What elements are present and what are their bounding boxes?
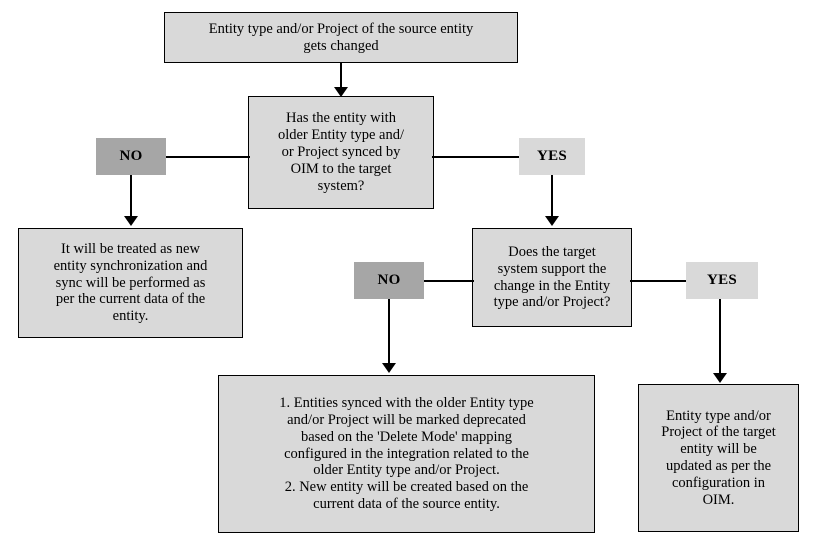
edge-decision2-to-yes (630, 280, 688, 282)
edge-no-to-new-sync (130, 175, 132, 218)
node-decision-target-supports-change-text: Does the target system support the chang… (493, 243, 611, 311)
arrowhead-yes-to-update-target (713, 373, 727, 383)
node-decision-synced-by-oim: Has the entity with older Entity type an… (248, 96, 434, 209)
branch-label-decision1-yes: YES (519, 138, 585, 175)
node-outcome-deprecate-and-recreate: 1. Entities synced with the older Entity… (218, 375, 595, 533)
edge-yes-to-decision2 (551, 175, 553, 218)
node-entity-change-start-text: Entity type and/or Project of the source… (208, 20, 474, 54)
arrowhead-start-to-decision1 (334, 87, 348, 97)
branch-label-decision2-yes: YES (686, 262, 758, 299)
node-outcome-new-entity-sync: It will be treated as new entity synchro… (18, 228, 243, 338)
node-entity-change-start: Entity type and/or Project of the source… (164, 12, 518, 63)
node-decision-target-supports-change: Does the target system support the chang… (472, 228, 632, 327)
edge-start-to-decision1 (340, 63, 342, 89)
edge-decision1-to-no (166, 156, 250, 158)
edge-decision1-to-yes (432, 156, 520, 158)
edge-no-to-deprecate-recreate (388, 299, 390, 365)
arrowhead-no-to-new-sync (124, 216, 138, 226)
node-outcome-update-target-entity-text: Entity type and/or Project of the target… (661, 407, 776, 508)
edge-yes-to-update-target (719, 299, 721, 375)
branch-label-decision2-no: NO (354, 262, 424, 299)
node-outcome-deprecate-and-recreate-text: 1. Entities synced with the older Entity… (279, 395, 534, 513)
node-decision-synced-by-oim-text: Has the entity with older Entity type an… (277, 110, 405, 194)
node-outcome-new-entity-sync-text: It will be treated as new entity synchro… (53, 240, 208, 325)
arrowhead-no-to-deprecate-recreate (382, 363, 396, 373)
arrowhead-yes-to-decision2 (545, 216, 559, 226)
node-outcome-update-target-entity: Entity type and/or Project of the target… (638, 384, 799, 532)
edge-decision2-to-no (422, 280, 474, 282)
branch-label-decision1-no: NO (96, 138, 166, 175)
